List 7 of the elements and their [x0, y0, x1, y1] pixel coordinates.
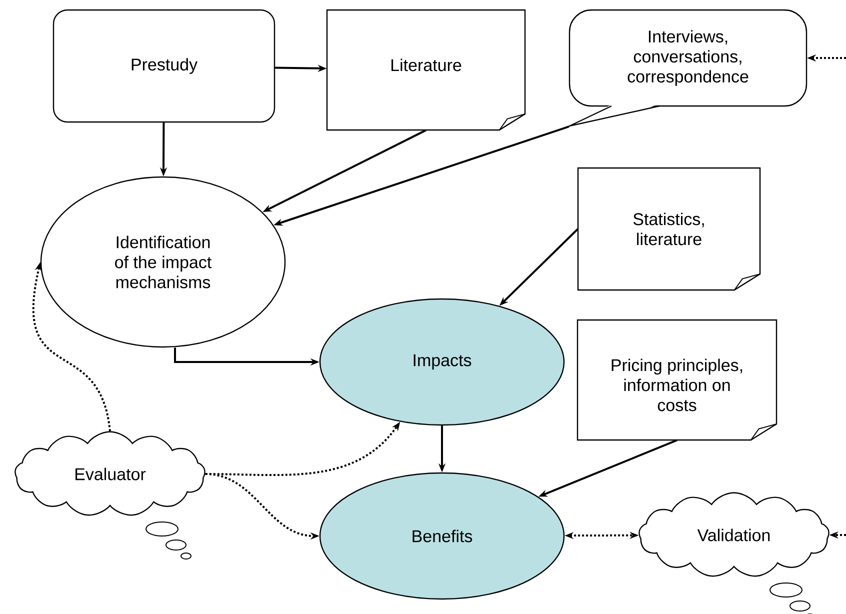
document-note: Literature [326, 9, 526, 131]
document-note: Statistics, literature [577, 167, 761, 291]
thought-cloud: Evaluator [14, 431, 206, 560]
speech-callout: Interviews, conversations, correspondence [564, 9, 808, 128]
document-note: Pricing principles, information on costs [576, 319, 778, 441]
process-box: Prestudy [52, 9, 276, 123]
thought-cloud: Validation [638, 492, 830, 614]
